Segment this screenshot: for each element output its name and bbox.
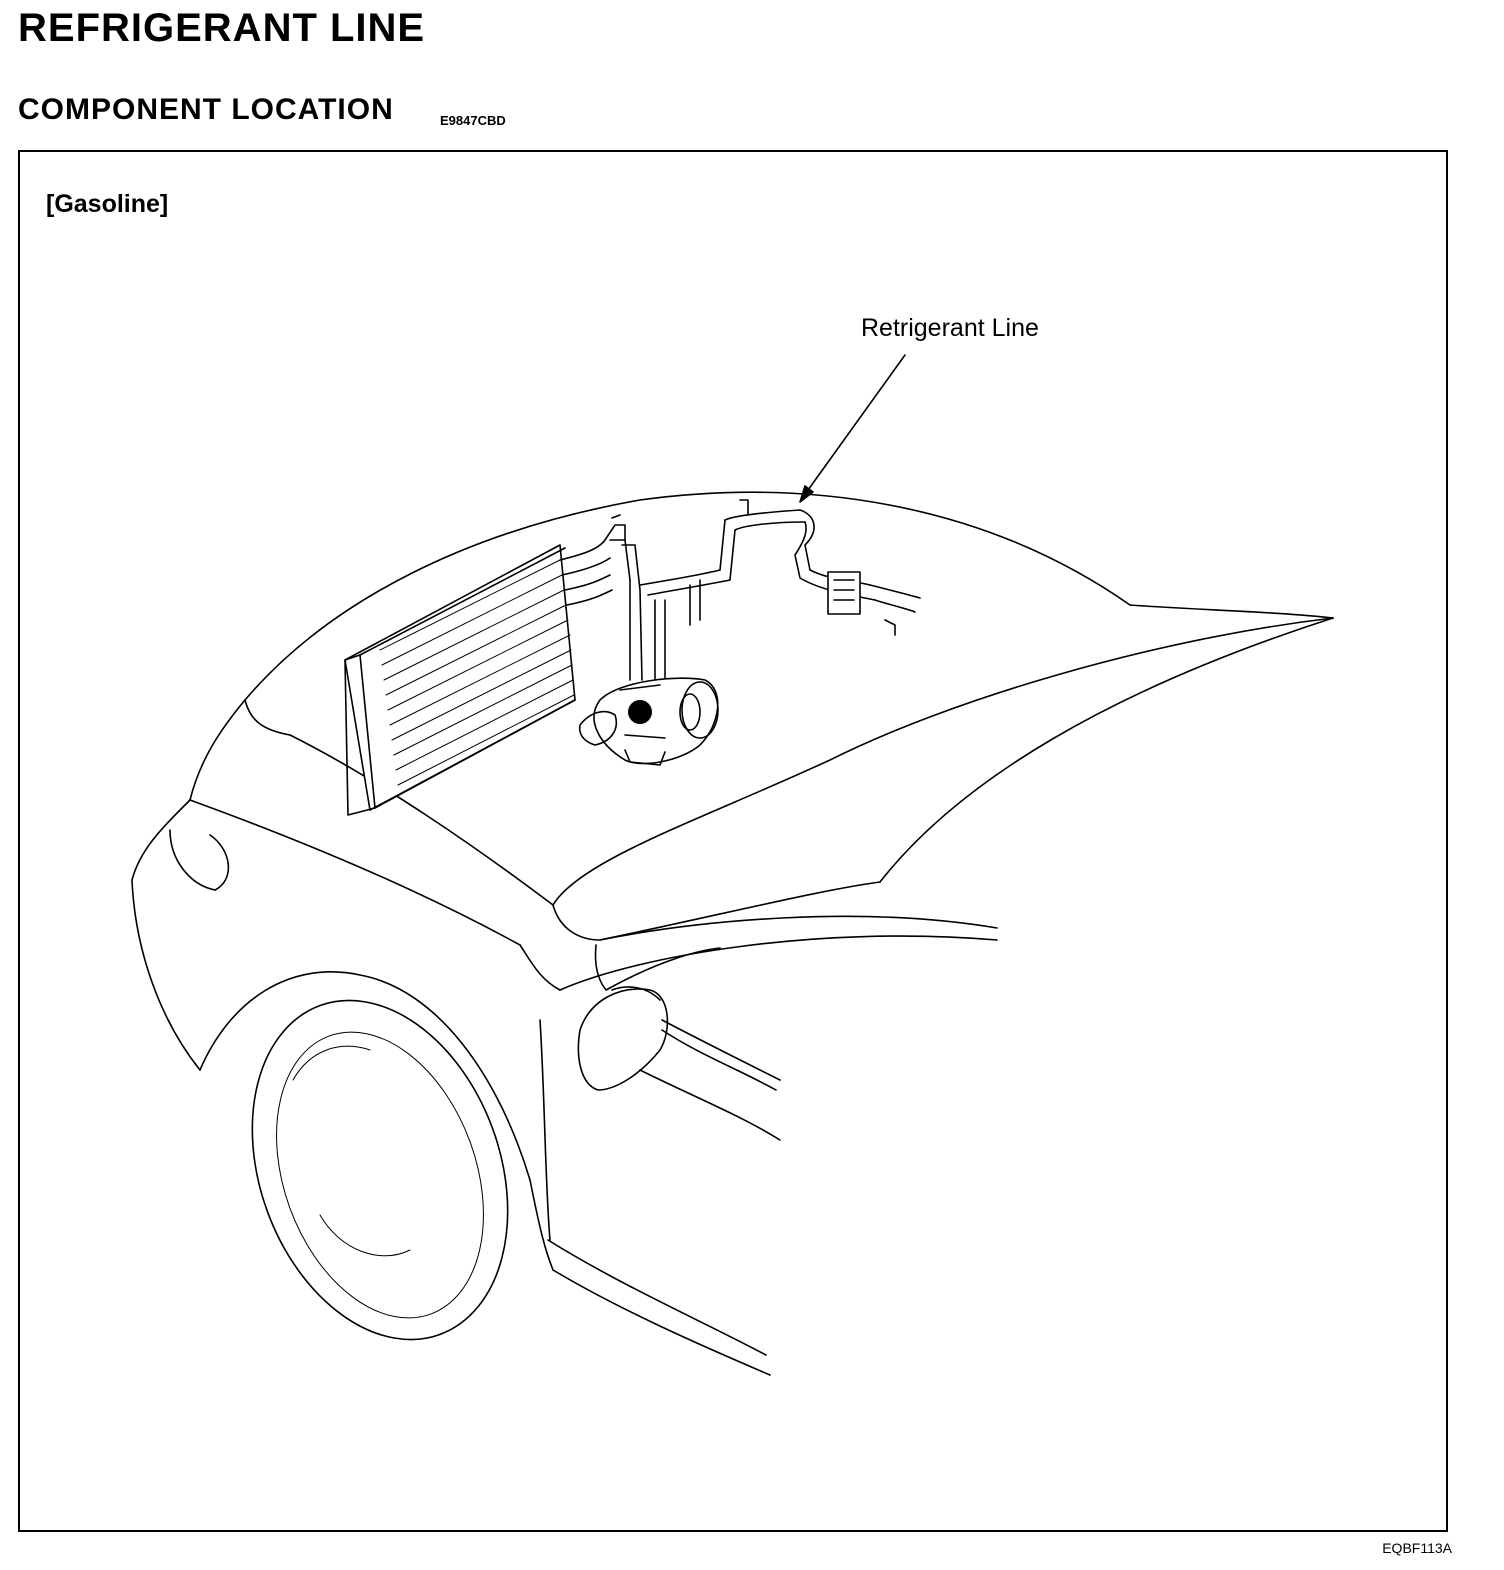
front-body-outline	[131, 699, 998, 1071]
side-mirror	[577, 986, 669, 1091]
section-code: E9847CBD	[440, 113, 506, 128]
condenser	[344, 544, 576, 816]
callout-label-refrigerant-line: Retrigerant Line	[861, 314, 1039, 342]
receiver-drier	[827, 571, 896, 636]
page-title: REFRIGERANT LINE	[18, 6, 426, 50]
section-heading: COMPONENT LOCATION	[18, 93, 394, 126]
ac-compressor	[578, 677, 719, 766]
variant-label: [Gasoline]	[46, 190, 169, 218]
callout-leader	[799, 354, 906, 503]
side-body-lines	[539, 1019, 781, 1376]
front-wheel	[199, 971, 554, 1341]
hood-outline	[244, 491, 1334, 941]
figure-id: EQBF113A	[1382, 1540, 1452, 1556]
refrigerant-hoses	[559, 499, 921, 701]
figure-frame	[18, 150, 1448, 1532]
